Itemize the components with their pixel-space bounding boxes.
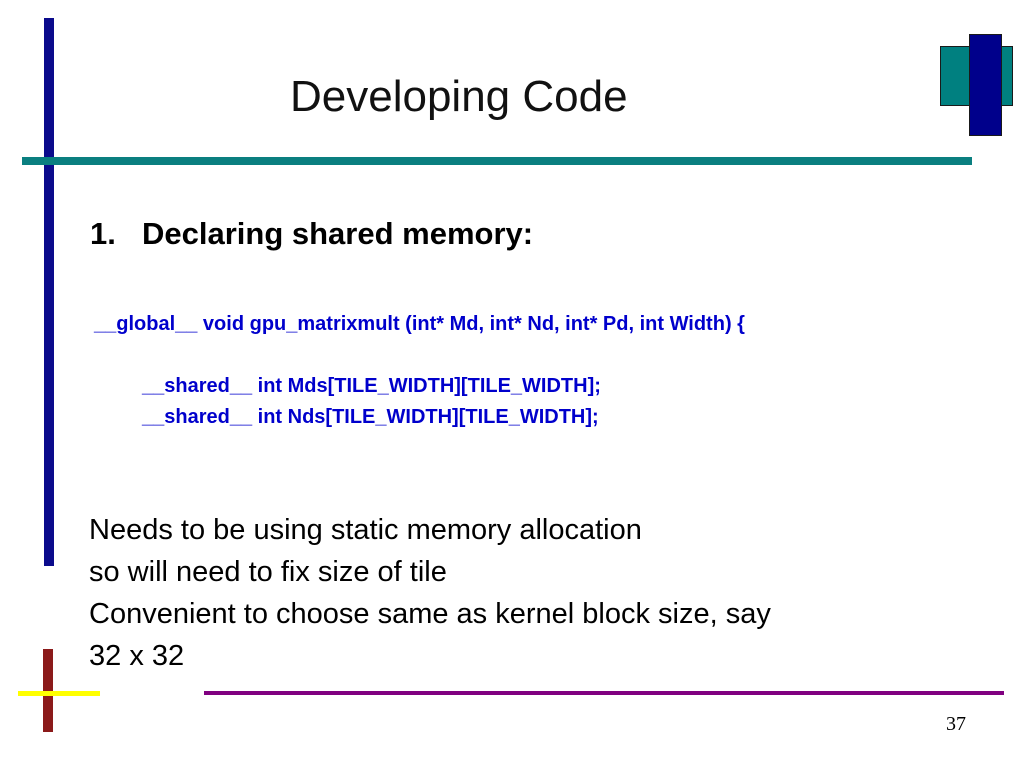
body-line: Needs to be using static memory allocati… bbox=[89, 514, 642, 546]
body-line: so will need to fix size of tile bbox=[89, 556, 447, 588]
body-line: Convenient to choose same as kernel bloc… bbox=[89, 598, 771, 630]
body-line: 32 x 32 bbox=[89, 640, 185, 672]
body-text-block: Needs to be using static memory allocati… bbox=[89, 509, 771, 677]
corner-decoration-navy bbox=[969, 34, 1002, 136]
item-heading-text: Declaring shared memory: bbox=[142, 216, 534, 251]
slide-title: Developing Code bbox=[290, 72, 628, 121]
numbered-item-heading: 1. Declaring shared memory: bbox=[90, 216, 533, 252]
page-number: 37 bbox=[946, 713, 966, 735]
code-line: __shared__ int Nds[TILE_WIDTH][TILE_WIDT… bbox=[142, 406, 599, 428]
footer-rule bbox=[204, 691, 1004, 695]
left-vertical-bar bbox=[44, 18, 54, 566]
bottom-left-vertical-bar bbox=[43, 649, 53, 732]
code-line: __shared__ int Mds[TILE_WIDTH][TILE_WIDT… bbox=[142, 375, 601, 397]
code-line: __global__ void gpu_matrixmult (int* Md,… bbox=[94, 313, 745, 335]
title-underline-rule bbox=[22, 157, 972, 165]
item-number: 1. bbox=[90, 216, 116, 251]
bottom-left-horizontal-bar bbox=[18, 691, 100, 696]
